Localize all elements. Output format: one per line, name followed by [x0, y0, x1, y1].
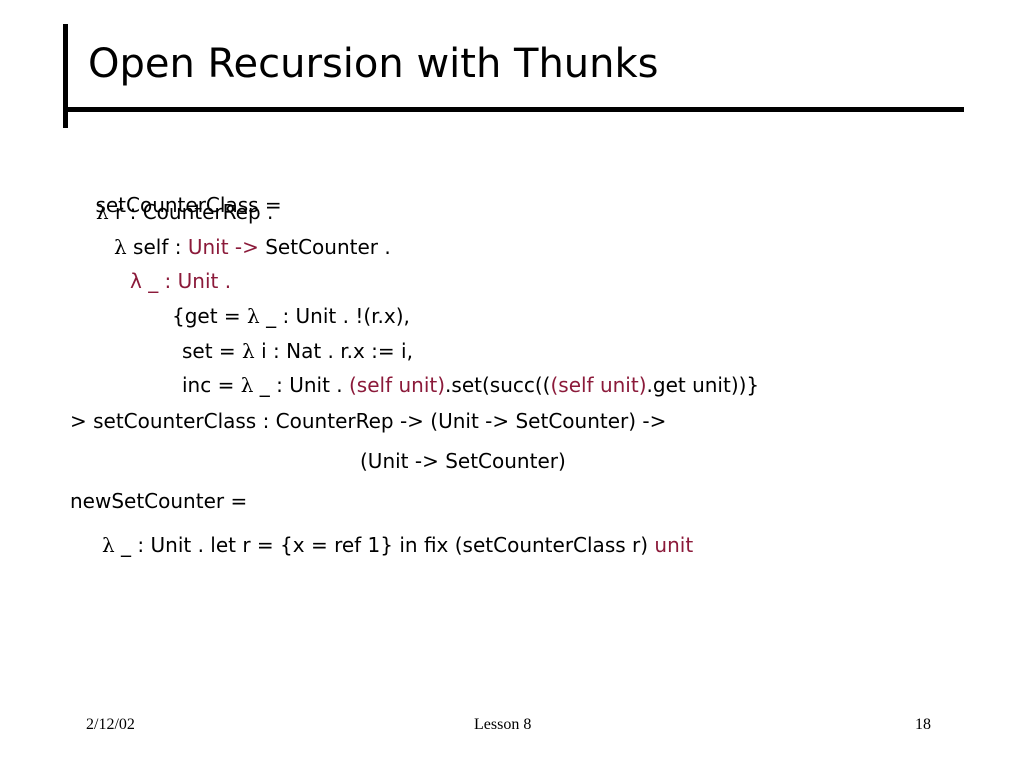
- lambda-symbol: λ: [102, 533, 115, 557]
- code-text: r : CounterRep .: [108, 200, 274, 224]
- footer-lesson: Lesson 8: [474, 716, 532, 733]
- code-text: .get unit))}: [646, 373, 760, 397]
- highlighted-code-text: (self unit): [349, 373, 446, 397]
- code-text: i : Nat . r.x := i,: [254, 339, 413, 363]
- code-line-7: inc = λ _ : Unit . (self unit).set(succ(…: [182, 370, 759, 400]
- code-line-5: {get = λ _ : Unit . !(r.x),: [172, 301, 410, 331]
- code-line-1: setCounterClass =: [70, 160, 282, 250]
- lambda-symbol: λ: [242, 339, 255, 363]
- code-text: newSetCounter =: [70, 489, 248, 513]
- code-text: _ : Unit .: [253, 373, 349, 397]
- code-line-4: λ _ : Unit .: [130, 266, 231, 296]
- code-text: set =: [182, 339, 243, 363]
- lambda-symbol: λ: [114, 235, 127, 259]
- code-text: inc =: [182, 373, 241, 397]
- code-line-10: newSetCounter =: [70, 486, 247, 516]
- code-line-9: (Unit -> SetCounter): [360, 446, 566, 476]
- code-line-3: λ self : Unit -> SetCounter .: [114, 232, 391, 262]
- lambda-symbol: λ: [240, 373, 254, 397]
- footer-date: 2/12/02: [86, 716, 135, 733]
- code-line-8: > setCounterClass : CounterRep -> (Unit …: [70, 406, 666, 436]
- highlighted-code-text: (self unit): [550, 373, 647, 397]
- code-line-6: set = λ i : Nat . r.x := i,: [182, 336, 413, 366]
- code-text: (Unit -> SetCounter): [360, 449, 566, 473]
- footer-page-number: 18: [915, 716, 931, 733]
- code-text: .set(succ((: [445, 373, 551, 397]
- highlighted-code-text: λ _ : Unit .: [130, 269, 232, 293]
- code-text: SetCounter .: [258, 235, 391, 259]
- title-horizontal-rule: [63, 107, 964, 112]
- lambda-symbol: λ: [247, 304, 260, 328]
- code-line-11: λ _ : Unit . let r = {x = ref 1} in fix …: [102, 530, 693, 560]
- title-vertical-rule: [63, 24, 68, 128]
- lambda-symbol: λ: [96, 200, 109, 224]
- code-line-2: λ r : CounterRep .: [96, 197, 273, 227]
- code-text: > setCounterClass : CounterRep -> (Unit …: [70, 409, 667, 433]
- highlighted-code-text: unit: [654, 533, 694, 557]
- slide-title: Open Recursion with Thunks: [88, 41, 659, 87]
- code-text: _ : Unit . let r = {x = ref 1} in fix (s…: [114, 533, 655, 557]
- code-text: _ : Unit . !(r.x),: [259, 304, 410, 328]
- code-text: {get =: [172, 304, 248, 328]
- code-text: setCounterClass =: [95, 193, 282, 217]
- code-text: self :: [126, 235, 188, 259]
- highlighted-code-text: Unit ->: [187, 235, 259, 259]
